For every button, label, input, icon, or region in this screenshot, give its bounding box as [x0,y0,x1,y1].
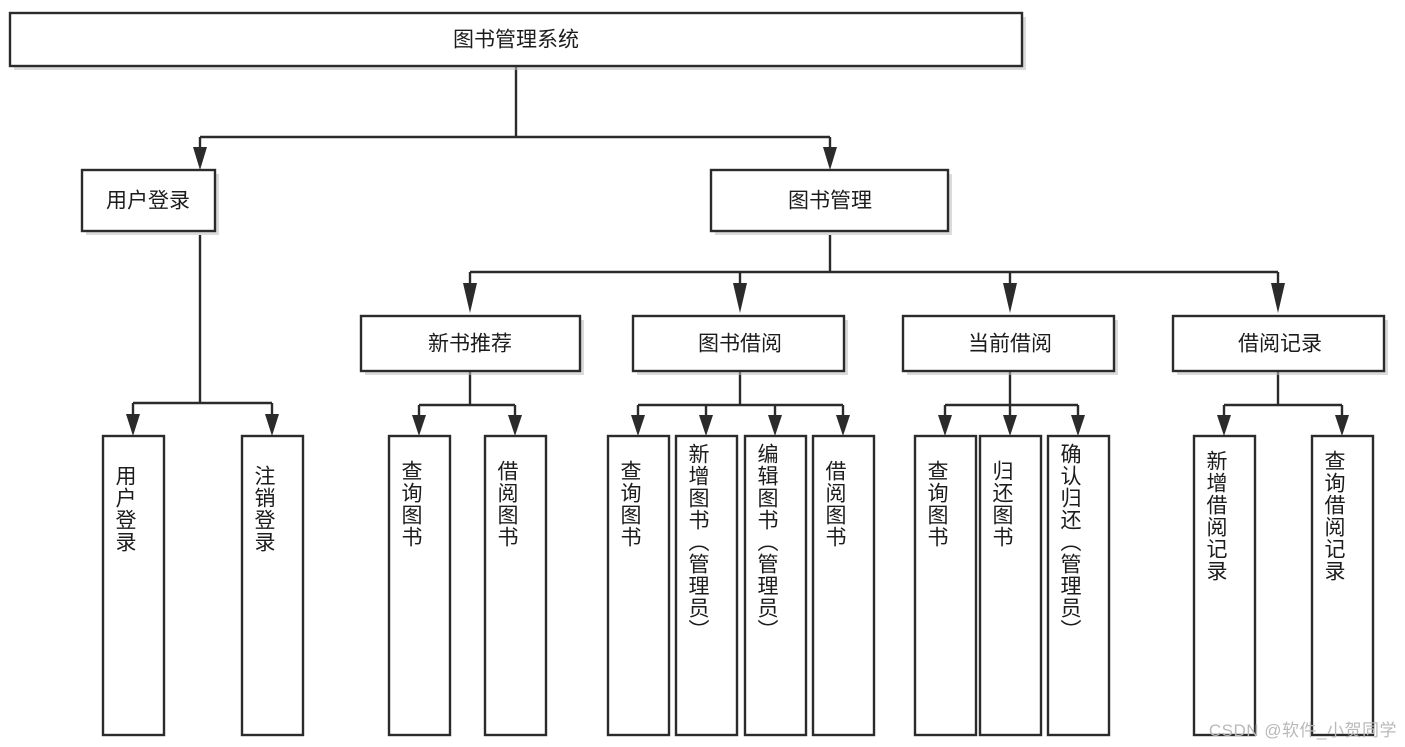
connector-group [131,66,1344,415]
leaf-query-book-3-box[interactable] [913,434,978,737]
arrow-to-leaf-query-book-2 [631,415,645,436]
connector-userlogin-bus [131,235,274,414]
leaf-query-book-2-box[interactable] [606,434,671,737]
arrow-to-leaf-query-record [1335,415,1349,436]
connector-bookmanage-bus [468,235,1280,283]
root-node-box[interactable] [8,11,1024,68]
arrowhead-group [126,147,1349,436]
arrow-to-book-manage [823,147,837,170]
arrow-to-new-book-recommend [463,283,477,313]
leaf-query-record-box[interactable] [1310,434,1375,737]
leaf-edit-book-box[interactable] [743,434,808,737]
leaf-return-book-box[interactable] [978,434,1043,737]
arrow-to-current-borrow [1003,283,1017,313]
leaf-user-login-box[interactable] [101,434,166,737]
arrow-to-leaf-add-book [699,415,713,436]
new-book-recommend-node-label: 新书推荐 [428,333,512,356]
arrow-to-book-borrow [733,283,747,313]
borrow-record-node-label: 借阅记录 [1238,333,1322,356]
book-manage-node-label: 图书管理 [788,190,872,213]
book-borrow-node-label: 图书借阅 [698,333,782,356]
current-borrow-node-label: 当前借阅 [968,333,1052,356]
user-login-node-box[interactable] [80,168,217,233]
leaf-add-book-box[interactable] [674,434,739,737]
arrow-to-borrow-record [1271,283,1285,313]
arrow-to-leaf-user-login [126,414,140,436]
connector-bookborrow-bus [636,372,845,415]
arrow-to-leaf-query-book-1 [412,415,426,436]
arrow-to-leaf-add-record [1217,415,1231,436]
current-borrow-node-box[interactable] [901,314,1116,373]
leaf-logout-login-box[interactable] [240,434,305,737]
arrow-to-leaf-return-book [1003,415,1017,436]
leaf-borrow-book-1-box[interactable] [483,434,548,737]
book-borrow-node-box[interactable] [631,314,846,373]
connector-currentborrow-bus [943,372,1080,415]
connector-borrowrecord-bus [1222,372,1344,415]
root-node-label: 图书管理系统 [453,29,579,52]
leaf-add-record-box[interactable] [1192,434,1257,737]
leaf-confirm-return-box[interactable] [1046,434,1111,737]
new-book-recommend-node-box[interactable] [359,314,582,373]
arrow-to-leaf-borrow-book-1 [508,415,522,436]
arrow-to-leaf-logout-login [265,414,279,436]
arrow-to-leaf-confirm-return [1071,415,1085,436]
connector-root-bus [198,66,832,147]
arrow-to-user-login [193,147,207,170]
arrow-to-leaf-edit-book [768,415,782,436]
csdn-watermark: CSDN @软件_小贺同学 [1208,721,1397,740]
leaf-borrow-book-2-box[interactable] [811,434,876,737]
book-manage-node-box[interactable] [709,168,950,233]
connector-newbook-bus [417,372,517,415]
leaf-query-book-1-box[interactable] [387,434,452,737]
arrow-to-leaf-borrow-book-2 [836,415,850,436]
node-group: 图书管理系统 用户登录 图书管理 新书推荐 图书借阅 当前借阅 借阅记录 [8,11,1388,737]
arrow-to-leaf-query-book-3 [938,415,952,436]
user-login-node-label: 用户登录 [106,190,190,213]
borrow-record-node-box[interactable] [1171,314,1386,373]
